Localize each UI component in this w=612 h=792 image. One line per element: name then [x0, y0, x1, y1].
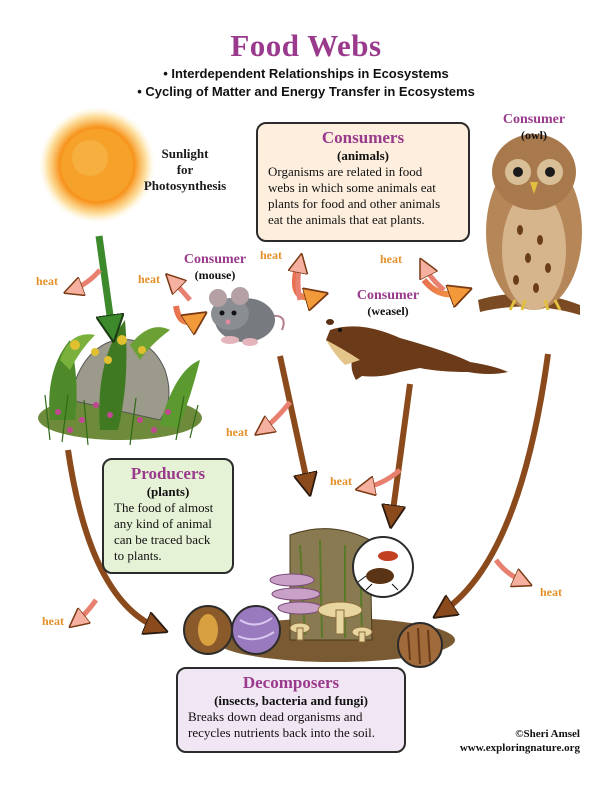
consumers-heading: Consumers: [321, 128, 405, 147]
sunlight-label-line-2: for: [176, 162, 194, 177]
producers-text-line-1: The food of almost: [114, 500, 214, 515]
weasel-illustration: [326, 319, 508, 380]
heat-arrow-mouse-down: [262, 400, 292, 430]
heat-label-weasel-down: heat: [330, 474, 352, 488]
weasel-paren: (weasel): [367, 304, 409, 318]
mouse-paren: (mouse): [194, 268, 236, 282]
producers-box: Producers (plants) The food of almost an…: [102, 458, 234, 574]
heat-arrow-weasel: [424, 266, 446, 292]
heat-label-mouse-down: heat: [226, 425, 248, 439]
heat-label-plants-down: heat: [42, 614, 64, 628]
magnified-soil-icon: [183, 605, 233, 655]
heat-arrow-weasel-down: [364, 468, 402, 488]
producers-paren: (plants): [146, 484, 190, 499]
heat-label-mouse: heat: [138, 272, 160, 286]
owl-heading: Consumer: [502, 112, 566, 127]
heat-label-owl-down: heat: [540, 585, 562, 599]
decomposers-paren: (insects, bacteria and fungi): [214, 693, 368, 708]
page-title: Food Webs: [230, 28, 382, 63]
producers-text-line-4: to plants.: [114, 548, 162, 563]
mouse-to-decomposers-arrow: [277, 355, 308, 486]
sunlight-to-plants-arrow: [95, 235, 112, 330]
sunlight-label-line-3: Photosynthesis: [143, 178, 227, 193]
consumers-paren: (animals): [337, 148, 389, 163]
mouse-label: Consumer (mouse): [174, 252, 256, 283]
owl-to-decomposers-arrow: [442, 353, 551, 612]
owl-illustration: [478, 134, 582, 315]
heat-label-mouse-2: heat: [260, 248, 282, 262]
consumers-text-line-4: eat the animals that eat plants.: [268, 212, 425, 227]
heat-arrow-owl-down: [493, 558, 524, 582]
consumers-box: Consumers (animals) Organisms are relate…: [256, 122, 470, 242]
weasel-heading: Consumer: [356, 288, 420, 303]
credit-author: ©Sheri Amsel: [515, 728, 580, 740]
owl-paren: (owl): [521, 128, 547, 142]
consumers-text-line-1: Organisms are related in food: [268, 164, 423, 179]
heat-label-plants: heat: [36, 274, 58, 288]
sun-illustration: [39, 107, 155, 223]
heat-arrow-plants-down: [76, 598, 99, 622]
weasel-to-decomposers-arrow: [392, 383, 413, 518]
decomposer-scene-illustration: [183, 528, 455, 668]
plants-to-decomposers-arrow: [65, 449, 158, 628]
subtitle-2: • Cycling of Matter and Energy Transfer …: [137, 84, 475, 99]
plants-illustration: [38, 320, 202, 446]
plants-to-mouse-arrow: [173, 305, 198, 322]
decomposers-box: Decomposers (insects, bacteria and fungi…: [176, 667, 406, 753]
subtitle-1: • Interdependent Relationships in Ecosys…: [163, 66, 449, 81]
decomposers-heading: Decomposers: [242, 673, 340, 692]
magnified-beetles-icon: [352, 536, 414, 598]
producers-text-line-3: can be traced back: [114, 532, 211, 547]
heat-arrow-mouse: [172, 280, 192, 302]
magnified-bark-icon: [397, 622, 443, 668]
consumers-text-line-2: webs in which some animals eat: [268, 180, 436, 195]
mouse-heading: Consumer: [183, 252, 247, 267]
mouse-illustration: [209, 287, 285, 346]
weasel-to-owl-arrow: [421, 278, 462, 294]
weasel-label: Consumer (weasel): [346, 288, 430, 319]
producers-text-line-2: any kind of animal: [114, 516, 212, 531]
decomposers-text-line-2: recycles nutrients back into the soil.: [188, 725, 376, 740]
decomposers-text-line-1: Breaks down dead organisms and: [188, 709, 363, 724]
magnified-fungi-threads-icon: [231, 605, 281, 655]
producers-heading: Producers: [130, 464, 206, 483]
sunlight-label: Sunlight for Photosynthesis: [140, 146, 230, 194]
heat-label-weasel: heat: [380, 252, 402, 266]
owl-label: Consumer (owl): [494, 112, 574, 143]
consumers-text-line-3: plants for food and other animals: [268, 196, 441, 211]
credit-site: www.exploringnature.org: [459, 742, 580, 754]
sunlight-label-line-1: Sunlight: [161, 146, 209, 161]
heat-arrow-plants: [72, 268, 102, 290]
heat-arrow-mouse-2: [298, 262, 300, 301]
